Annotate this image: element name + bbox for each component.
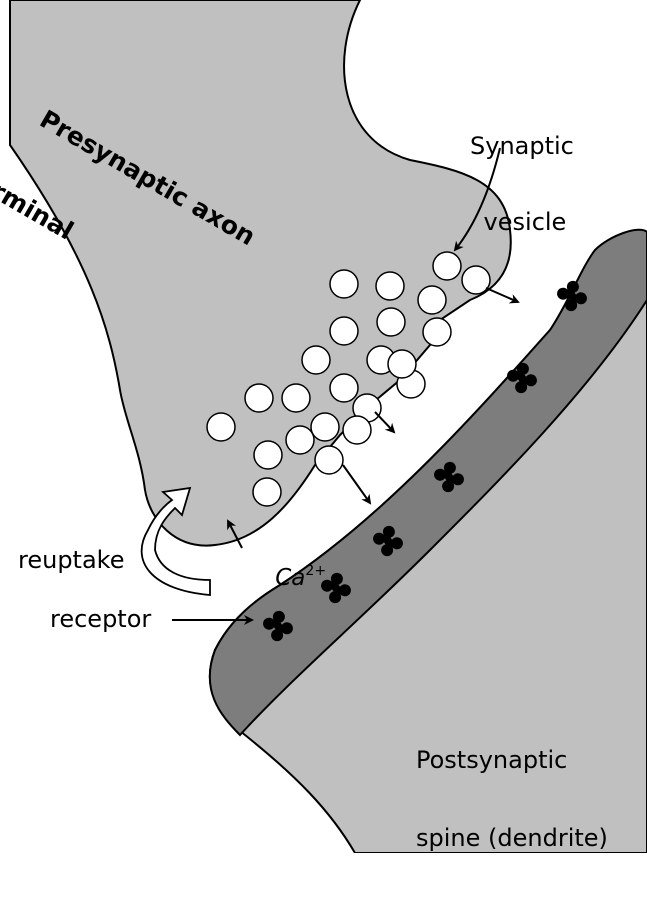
synaptic-vesicle	[282, 384, 310, 412]
synaptic-vesicle-label: Synaptic vesicle	[470, 86, 574, 282]
synaptic-vesicle	[433, 252, 461, 280]
synaptic-vesicle	[245, 384, 273, 412]
release-arrow-3	[343, 465, 370, 503]
synaptic-vesicle	[388, 350, 416, 378]
synaptic-vesicle	[311, 413, 339, 441]
postsynaptic-label: Postsynaptic spine (dendrite)	[416, 700, 608, 898]
calcium-superscript: 2+	[305, 563, 326, 579]
synaptic-vesicle	[286, 426, 314, 454]
synaptic-vesicle	[418, 286, 446, 314]
synaptic-vesicle	[343, 416, 371, 444]
receptor-label: receptor	[50, 607, 151, 631]
synaptic-vesicle	[376, 272, 404, 300]
synaptic-vesicle	[377, 308, 405, 336]
synaptic-vesicle	[330, 317, 358, 345]
synaptic-vesicle	[330, 374, 358, 402]
release-arrow-2	[375, 412, 394, 432]
reuptake-label: reuptake	[18, 548, 124, 572]
synapse-diagram: Presynaptic axon terminal Synaptic vesic…	[0, 0, 647, 853]
synaptic-vesicle	[330, 270, 358, 298]
release-arrow-1	[486, 288, 518, 302]
synaptic-vesicle	[315, 446, 343, 474]
synaptic-vesicle	[302, 346, 330, 374]
synaptic-vesicle	[423, 318, 451, 346]
calcium-label: Ca2+	[246, 541, 326, 613]
synaptic-vesicle	[253, 478, 281, 506]
synaptic-vesicle	[254, 441, 282, 469]
synaptic-vesicle	[207, 413, 235, 441]
